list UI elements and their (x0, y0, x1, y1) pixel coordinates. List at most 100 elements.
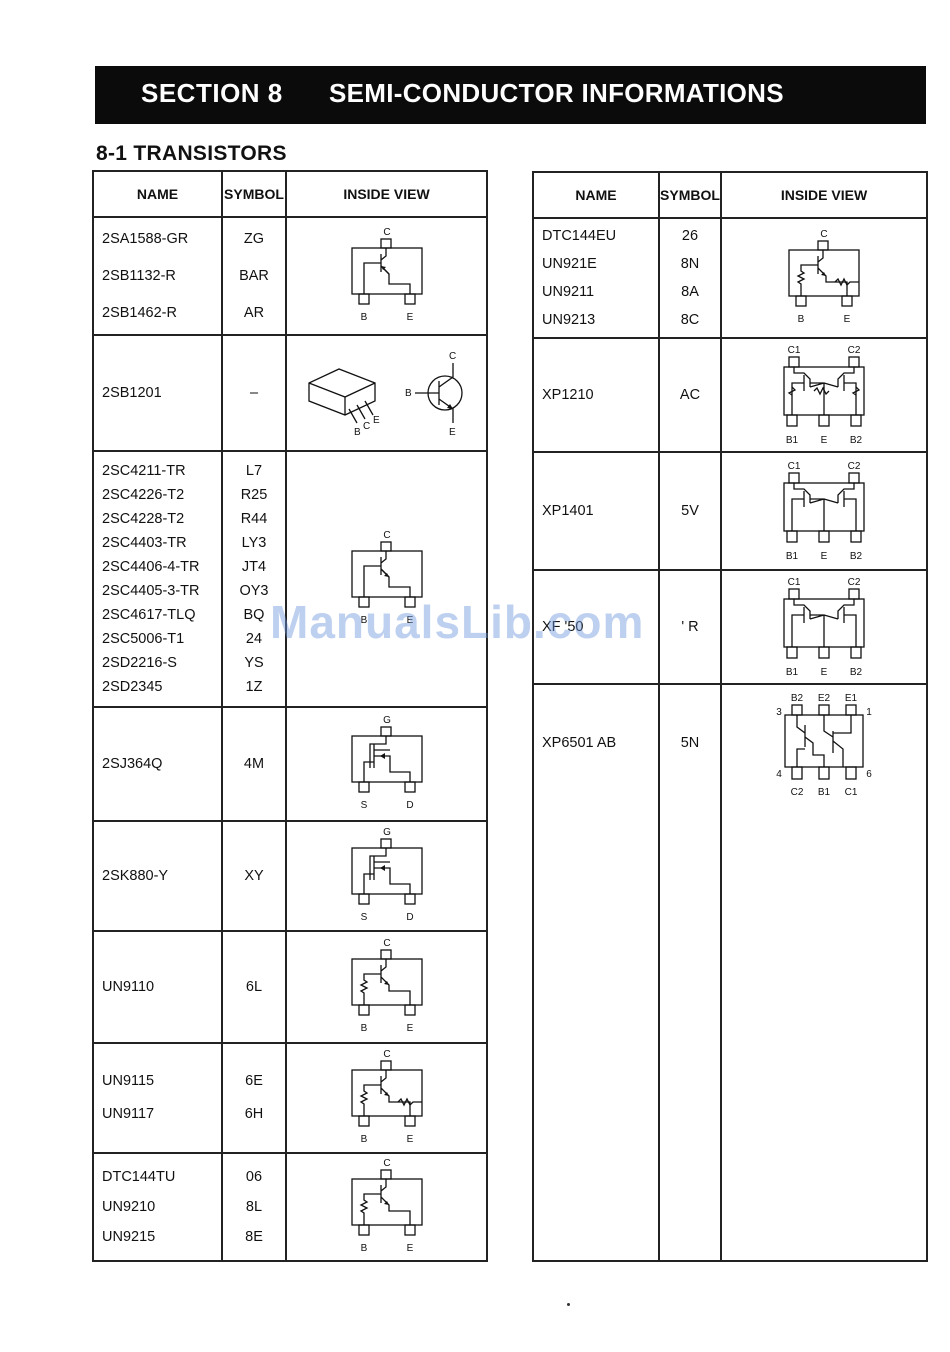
marking-symbol: 8N (680, 256, 700, 272)
section-number: SECTION 8 (141, 78, 283, 108)
part-name: 2SC5006-T1 (102, 631, 185, 647)
pin-label-C: C (383, 1158, 390, 1169)
pin-label-C: C (363, 421, 370, 432)
marking-symbol: 1Z (245, 679, 263, 695)
pin-label-E2: E2 (818, 693, 831, 704)
part-name: UN9215 (102, 1229, 156, 1245)
marking-symbol: L7 (245, 463, 263, 479)
part-name: 2SC4617-TLQ (102, 607, 196, 623)
pin-label-C2: C2 (791, 787, 804, 798)
pin-label-E: E (406, 1023, 413, 1034)
part-name: XF '50 (542, 619, 584, 635)
pin-label-B2: B2 (850, 551, 863, 562)
part-name: 2SB1132-R (102, 267, 176, 284)
part-name: XP1210 (542, 387, 594, 403)
pin-label-D: D (406, 912, 413, 923)
marking-symbol: 6H (244, 1106, 264, 1122)
marking-symbol: 06 (245, 1169, 263, 1185)
part-name: 2SJ364Q (102, 756, 163, 772)
symbol-cell: ' R (658, 569, 722, 685)
part-name: 2SB1462-R (102, 304, 177, 321)
pin-label-S: S (360, 912, 367, 923)
pin-label-E: E (821, 667, 828, 678)
part-name: 2SD2345 (102, 679, 163, 695)
marking-symbol: AC (679, 387, 701, 403)
part-name: 2SC4226-T2 (102, 487, 185, 503)
marking-symbol: 4M (243, 756, 265, 772)
pin-label-C1: C1 (788, 461, 801, 472)
symbol-cell: 5V (658, 451, 722, 571)
marking-symbol: – (249, 385, 259, 401)
pin-label-C1: C1 (788, 577, 801, 588)
pin-label-C: C (820, 229, 827, 240)
pin-label-C2: C2 (848, 577, 861, 588)
pin-label-B1: B1 (818, 787, 831, 798)
pin-label-C2: C2 (848, 461, 861, 472)
marking-symbol: 6E (245, 1073, 263, 1089)
part-name-cell: 2SK880-Y (92, 820, 223, 932)
part-name: UN9210 (102, 1199, 156, 1215)
pin-label-E: E (406, 615, 413, 626)
pin-label-C1: C1 (845, 787, 858, 798)
pin-label-B2: B2 (850, 435, 863, 446)
marking-symbol: LY3 (241, 535, 267, 551)
marking-symbol: YS (244, 655, 264, 671)
part-name-cell: 2SB1201 (92, 334, 223, 452)
header-inside-view: INSIDE VIEW (720, 171, 928, 219)
marking-symbol: XY (244, 868, 264, 884)
section-banner: SECTION 8 SEMI-CONDUCTOR INFORMATIONS (95, 66, 926, 124)
marking-symbol: OY3 (239, 583, 269, 599)
pin-label-B: B (354, 427, 361, 438)
pin-label-4: 4 (776, 769, 782, 780)
marking-symbol: BAR (239, 267, 269, 284)
marking-symbol: JT4 (241, 559, 267, 575)
part-name: 2SC4405-3-TR (102, 583, 200, 599)
pin-label-C: C (383, 1049, 390, 1060)
part-name: UN9117 (102, 1106, 155, 1122)
marking-symbol: 24 (245, 631, 263, 647)
pin-label-E: E (406, 312, 413, 323)
pin-label-C: C (383, 938, 390, 949)
table-header-row: NAME SYMBOL INSIDE VIEW (92, 170, 488, 218)
pin-label-1: 1 (866, 707, 872, 718)
marking-symbol: AR (243, 304, 265, 321)
inside-view-cell: B C E B C E (285, 334, 488, 452)
pin-label-B2: B (405, 388, 412, 399)
section-title: SEMI-CONDUCTOR INFORMATIONS (329, 78, 784, 108)
pin-label-E: E (821, 435, 828, 446)
pin-label-E: E (821, 551, 828, 562)
pin-label-B: B (360, 312, 367, 323)
pin-label-C2: C (449, 351, 456, 362)
part-name: UN9115 (102, 1073, 155, 1089)
part-name: UN9110 (102, 979, 155, 995)
pin-label-D: D (406, 800, 413, 811)
